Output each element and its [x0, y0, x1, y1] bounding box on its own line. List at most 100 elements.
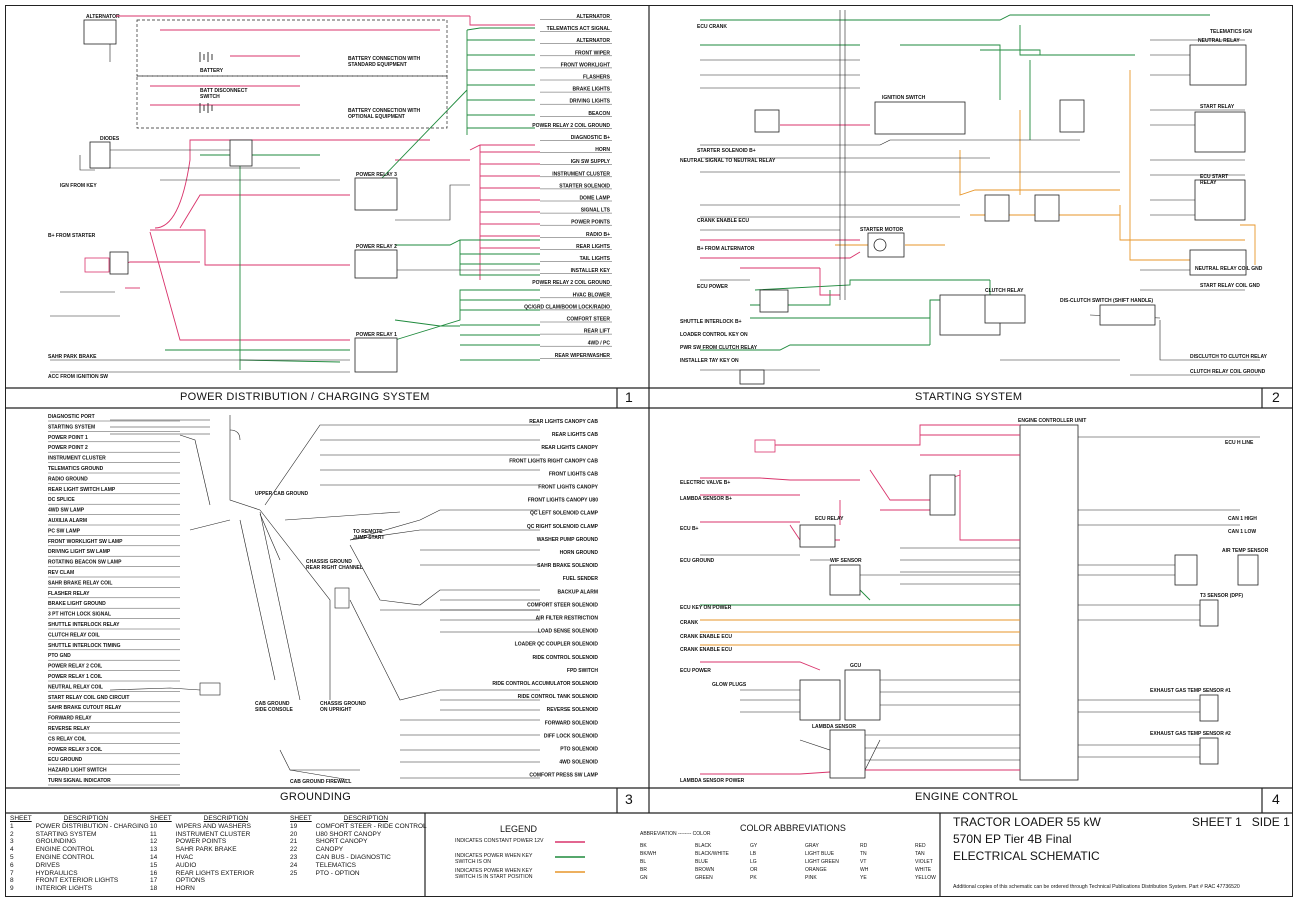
p2-telematics-ign-label: TELEMATICS IGN [1210, 29, 1252, 35]
ground-source-label: DIAGNOSTIC PORT [48, 414, 95, 420]
ground-source-label: ROTATING BEACON SW LAMP [48, 560, 122, 566]
p2-crank-enable-label: CRANK ENABLE ECU [697, 218, 749, 224]
sheet-number: 16 [150, 869, 158, 877]
p2-installer-label: INSTALLER TAY KEY ON [680, 358, 739, 364]
p2-shuttle-label: SHUTTLE INTERLOCK B+ [680, 319, 742, 325]
ground-source-label: STARTING SYSTEM [48, 424, 95, 430]
abbrev-color-name: VIOLET [915, 859, 933, 865]
p4-wif-label: WIF SENSOR [830, 558, 862, 564]
panel1-diagram: ALTERNATOR [48, 14, 612, 380]
p1-destination-label: RADIO B+ [586, 232, 610, 238]
ground-source-label: TELEMATICS GROUND [48, 466, 104, 472]
sheet-description: CANOPY [315, 846, 344, 854]
sheet-description: INSTRUMENT CLUSTER [175, 830, 251, 838]
ground-destination-label: REAR LIGHTS CAB [552, 432, 599, 438]
ground-source-label: RADIO GROUND [48, 476, 88, 482]
p4-can-h-label: ECU H LINE [1225, 440, 1254, 446]
abbrev-code: RD [860, 843, 868, 849]
ground-source-label: DC SPLICE [48, 497, 75, 503]
upper-cab-ground-label: UPPER CAB GROUND [255, 491, 308, 497]
p4-crank-label: CRANK [680, 620, 698, 626]
sheet-description: POWER POINTS [175, 838, 227, 846]
sheet-number: 4 [10, 846, 14, 854]
sheet-description: ENGINE CONTROL [35, 853, 95, 861]
p4-can1l-label: CAN 1 LOW [1228, 529, 1256, 535]
abbrev-color-name: WHITE [915, 867, 932, 873]
ground-destination-label: DIFF LOCK SOLENOID [544, 733, 599, 739]
abbrev-color-name: GRAY [805, 843, 819, 849]
sheet-number: 25 [290, 869, 298, 877]
abbrev-color-name: PINK [805, 875, 817, 881]
sheet-description: STARTING SYSTEM [35, 830, 97, 838]
p2-clutch-relay-label: CLUTCH RELAY [985, 288, 1024, 294]
p1-destination-label: REAR LIGHTS [576, 244, 611, 250]
p2-starter-sol-label: STARTER SOLENOID B+ [697, 148, 756, 154]
p1-destination-label: 4WD / PC [588, 341, 611, 347]
panel-grid [5, 5, 1293, 897]
panel2-diagram: ECU CRANK NEUTRAL RELAY START RELAY ECU … [680, 10, 1268, 385]
abbrev-color-name: BLACK [695, 843, 712, 849]
title-line-1: TRACTOR LOADER 55 kW [953, 815, 1101, 829]
alternator-label: ALTERNATOR [86, 14, 120, 20]
panel-number-2: 2 [1272, 389, 1280, 405]
ground-destination-label: FRONT LIGHTS RIGHT CANOPY CAB [509, 458, 598, 464]
p2-neutral-relay-label: NEUTRAL RELAY [1198, 38, 1240, 44]
abbrev-entry: GY GRAY [750, 843, 850, 851]
power-relay-2-label: POWER RELAY 2 [356, 244, 397, 250]
p1-destination-label: POWER RELAY 2 COIL GROUND [532, 280, 610, 286]
sheet-number: 10 [150, 822, 158, 830]
abbrev-color-name: LIGHT BLUE [805, 851, 835, 857]
ground-destination-label: QC LEFT SOLENOID CLAMP [530, 511, 599, 517]
panel-title-grounding: GROUNDING [280, 791, 352, 803]
p2-starter-motor-label: STARTER MOTOR [860, 227, 904, 233]
ground-destination-label: WASHER PUMP GROUND [537, 537, 599, 543]
ground-source-label: START RELAY COIL GND CIRCUIT [48, 695, 130, 701]
sheet-number: 17 [150, 877, 158, 885]
p2-start-coil-label: START RELAY COIL GND [1200, 283, 1260, 289]
abbrev-code: WH [860, 867, 869, 873]
title-line-3: ELECTRICAL SCHEMATIC [953, 849, 1100, 863]
ground-source-label: POWER RELAY 3 COIL [48, 747, 102, 753]
ground-source-label: POWER POINT 2 [48, 445, 88, 451]
sheet-number: 24 [290, 861, 298, 869]
sheet-number: 5 [10, 853, 14, 861]
p1-destination-label: INSTALLER KEY [571, 268, 611, 274]
panel-number-4: 4 [1272, 791, 1280, 807]
p2-loader-ctrl-label: LOADER CONTROL KEY ON [680, 332, 748, 338]
ground-destination-label: 4WD SOLENOID [559, 760, 598, 766]
ground-destination-label: RIDE CONTROL TANK SOLENOID [518, 694, 599, 700]
p4-egt2-label: EXHAUST GAS TEMP SENSOR #2 [1150, 731, 1231, 737]
p1-destination-label: BRAKE LIGHTS [573, 87, 611, 93]
order-note: Additional copies of this schematic can … [953, 884, 1240, 890]
ground-destination-label: AIR FILTER RESTRICTION [536, 616, 599, 622]
p1-destination-label: INSTRUMENT CLUSTER [552, 171, 610, 177]
sheet-number: 22 [290, 846, 298, 854]
abbrev-color-name: BROWN [695, 867, 715, 873]
panel-number-3: 3 [625, 791, 633, 807]
abbrev-code: OR [750, 867, 758, 873]
abbrev-color-name: ORANGE [805, 867, 827, 873]
abbrev-color-name: GREEN [695, 875, 713, 881]
abbrev-code: GY [750, 843, 758, 849]
ground-destination-label: FORWARD SOLENOID [545, 720, 599, 726]
ground-destination-label: HORN GROUND [560, 550, 599, 556]
